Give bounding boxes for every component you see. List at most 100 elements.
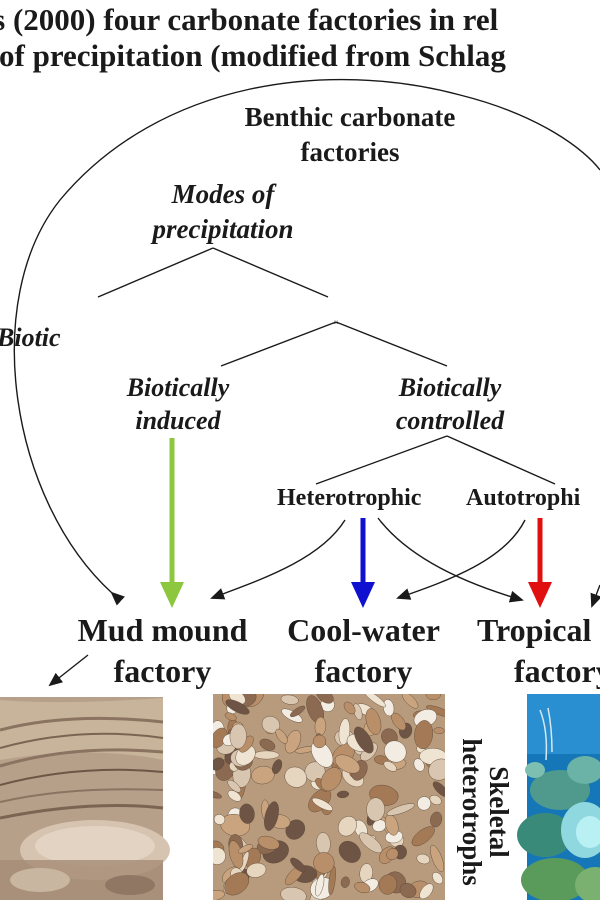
shell	[246, 862, 267, 878]
node-cool-water-line-1: Cool-water	[287, 612, 440, 648]
shell	[312, 734, 327, 749]
shell	[429, 794, 442, 806]
node-cool-water-line-2: factory	[314, 653, 413, 689]
node-controlled-line-2: controlled	[395, 406, 505, 435]
node-modes-of-precipitation: Modes of precipitation	[118, 177, 328, 247]
caption-line-2: heterotrophs	[457, 738, 487, 886]
shell	[383, 699, 395, 717]
shell	[229, 723, 247, 749]
shell	[430, 811, 443, 828]
shell	[354, 881, 371, 894]
shell	[401, 694, 419, 709]
shell	[257, 835, 280, 850]
tree-node-marker: iii	[334, 321, 339, 326]
shell	[413, 758, 425, 772]
shell	[311, 797, 333, 811]
shell	[239, 803, 255, 824]
shell	[432, 781, 445, 797]
shell	[426, 705, 445, 717]
shell	[213, 757, 225, 771]
node-heterotrophic: Heterotrophic	[277, 485, 422, 511]
shell	[290, 857, 306, 873]
shell	[338, 840, 361, 863]
shell	[433, 727, 445, 734]
tree-branch-induced	[220, 321, 337, 367]
shell	[354, 726, 374, 754]
shell	[315, 874, 325, 897]
arrow-right-edge	[590, 584, 600, 608]
node-induced-line-2: induced	[135, 406, 221, 435]
shell	[275, 728, 288, 744]
shell	[336, 790, 350, 799]
shell	[430, 844, 445, 873]
shell	[359, 832, 383, 854]
arrow-auto-to-cool	[396, 519, 526, 600]
shell	[316, 694, 334, 704]
shell	[316, 832, 331, 855]
photo-mud-mound	[0, 697, 170, 900]
shell	[365, 708, 382, 735]
tree-branch-left	[97, 247, 214, 298]
node-tropical-factory: Tropical factory	[470, 610, 600, 692]
shell	[383, 760, 397, 772]
node-cool-water-factory: Cool-water factory	[266, 610, 461, 692]
arrow-heterotrophic-head	[351, 582, 375, 608]
node-modes-line-2: precipitation	[152, 214, 294, 244]
node-biotically-controlled: Biotically controlled	[360, 371, 540, 437]
title-line-2: of precipitation (modified from Schlag	[0, 38, 506, 73]
tree-branch-right	[212, 247, 329, 298]
shell	[432, 872, 444, 885]
shell	[416, 853, 431, 865]
shell	[213, 847, 226, 865]
shell	[378, 874, 398, 895]
shell	[264, 801, 279, 831]
shell	[334, 754, 361, 774]
arrow-mud-to-photo	[48, 654, 89, 687]
arrow-hetero-to-tropical	[377, 517, 524, 603]
node-mud-mound-line-1: Mud mound	[77, 612, 248, 648]
tree-branch-autotrophic	[446, 435, 556, 485]
shell	[224, 712, 237, 721]
shell	[386, 848, 399, 861]
node-tropical-line-1: Tropical	[477, 612, 592, 648]
outer-arc-left	[13, 78, 600, 606]
shell	[391, 712, 406, 731]
shell	[238, 844, 253, 854]
shell	[290, 705, 306, 718]
shell	[384, 740, 407, 763]
shell	[213, 814, 226, 825]
node-biotic: Biotic	[0, 323, 61, 352]
shell	[313, 852, 335, 874]
photo-tropical	[517, 694, 600, 900]
shell	[386, 803, 415, 816]
node-benthic-line-2: factories	[300, 137, 400, 167]
shell	[338, 718, 351, 746]
title-line-1: ’s (2000) four carbonate factories in re…	[0, 2, 499, 37]
node-benthic-factories: Benthic carbonate factories	[215, 100, 485, 170]
node-modes-line-1: Modes of	[171, 179, 275, 209]
arrow-hetero-to-mud	[210, 519, 346, 600]
shell	[343, 701, 356, 715]
shell	[227, 779, 241, 793]
node-mud-mound-factory: Mud mound factory	[55, 610, 270, 692]
shell	[399, 883, 417, 898]
node-induced-line-1: Biotically	[126, 373, 230, 402]
shell	[366, 797, 385, 822]
shell	[280, 887, 307, 900]
node-autotrophic: Autotrophi	[466, 485, 581, 511]
shell	[272, 759, 283, 774]
shell	[417, 796, 432, 811]
shell	[425, 694, 442, 701]
shell	[280, 694, 299, 705]
shell	[337, 816, 357, 837]
shell	[428, 758, 445, 781]
shell	[213, 790, 222, 799]
caption-skeletal-heterotrophs: Skeletal heterotrophs	[457, 737, 514, 887]
shell	[411, 826, 435, 847]
shell-texture	[213, 694, 445, 900]
shell	[363, 694, 386, 708]
shell	[414, 720, 433, 750]
shell	[224, 872, 250, 896]
shell	[213, 890, 225, 900]
shell	[227, 790, 242, 802]
